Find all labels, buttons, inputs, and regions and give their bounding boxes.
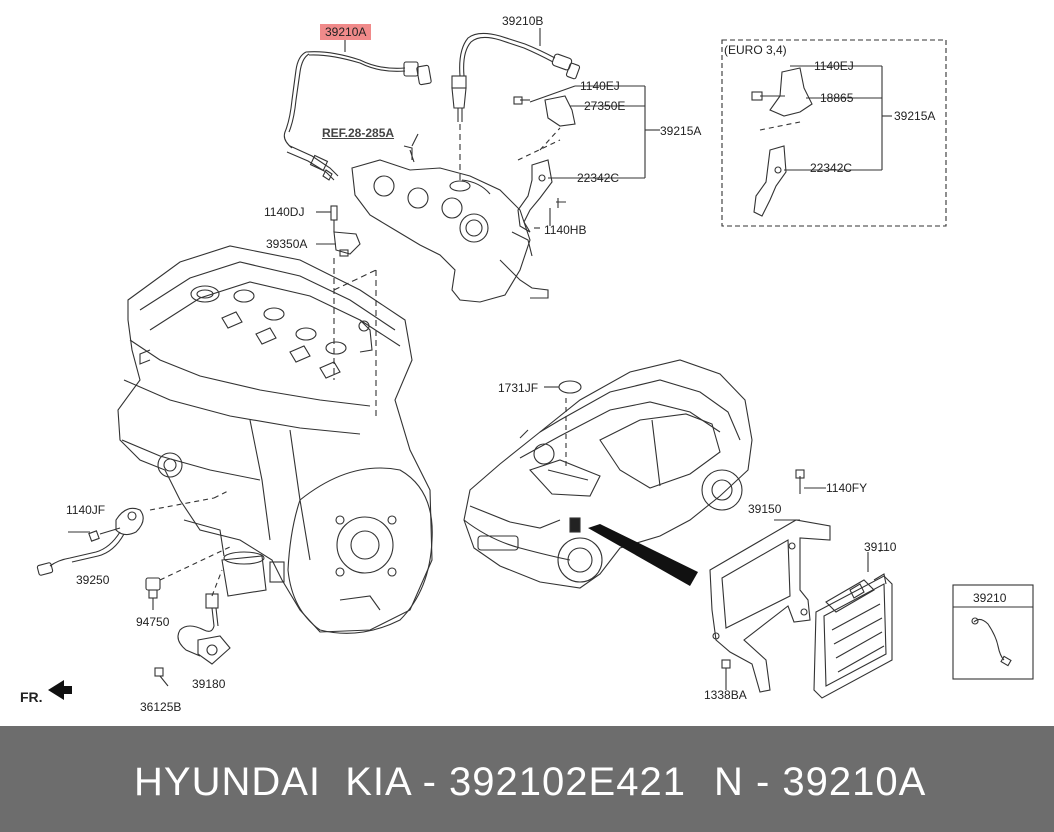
crank-sensor-39180 <box>154 593 231 687</box>
callout-39110: 39110 <box>864 540 897 554</box>
callout-1140dj: 1140DJ <box>264 205 305 219</box>
callout-1338ba: 1338BA <box>704 688 747 702</box>
bracket-39215a <box>513 95 576 233</box>
euro-variant-title: (EURO 3,4) <box>724 43 787 57</box>
callout-1140fy: 1140FY <box>826 481 868 495</box>
vehicle-illustration <box>463 359 753 589</box>
callout-39210a: 39210A <box>320 24 372 40</box>
map-sensor-39350a <box>316 205 377 420</box>
callout-39250: 39250 <box>76 573 110 587</box>
callout-lines-39215a <box>529 85 660 229</box>
callout-22342c-euro: 22342C <box>810 161 853 175</box>
callout-36125b: 36125B <box>140 700 182 714</box>
oxygen-sensor-39210a <box>283 51 432 181</box>
callout-1140ej-euro: 1140EJ <box>814 59 854 73</box>
grommet-1731jf <box>558 380 582 394</box>
oil-pressure-switch-94750 <box>145 577 161 610</box>
callout-94750: 94750 <box>136 615 170 629</box>
ecu-bracket-39150 <box>709 469 831 693</box>
oxygen-sensor-39210b <box>451 32 581 180</box>
footer-banner: HYUNDAI KIA - 392102E421 N - 39210A <box>0 726 1054 832</box>
engine-block <box>117 245 433 634</box>
exhaust-manifold <box>351 145 549 303</box>
ecu-39110 <box>813 552 893 699</box>
reference-link[interactable]: REF.28-285A <box>322 126 395 140</box>
parts-diagram: 39210A 39210B REF.28-285A 1140EJ 27350E … <box>20 14 1034 714</box>
footer-brand-partno: HYUNDAI KIA - 392102E421 <box>134 760 686 804</box>
euro-variant-box <box>721 39 947 227</box>
diagram-drawing <box>36 28 1034 700</box>
footer-diagram-number: N - 39210A <box>714 760 927 804</box>
callout-18865: 18865 <box>820 91 854 105</box>
callout-1140hb: 1140HB <box>544 223 587 237</box>
front-direction-label: FR. <box>20 689 43 705</box>
callout-39215a: 39215A <box>660 124 702 138</box>
inset-part-number: 39210 <box>973 591 1007 605</box>
callout-1731jf: 1731JF <box>498 381 539 395</box>
knock-sensor-39250 <box>36 507 144 576</box>
callout-39215a-euro: 39215A <box>894 109 936 123</box>
callout-1140jf: 1140JF <box>66 503 106 517</box>
callout-39150: 39150 <box>748 502 782 516</box>
part-inset-39210 <box>952 584 1034 680</box>
callout-1140ej: 1140EJ <box>580 79 620 93</box>
callout-39180: 39180 <box>192 677 226 691</box>
callout-39210b: 39210B <box>502 14 544 28</box>
callout-39350a: 39350A <box>266 237 308 251</box>
callout-27350e: 27350E <box>584 99 626 113</box>
callout-22342c: 22342C <box>577 171 620 185</box>
front-direction-arrow <box>48 680 72 700</box>
